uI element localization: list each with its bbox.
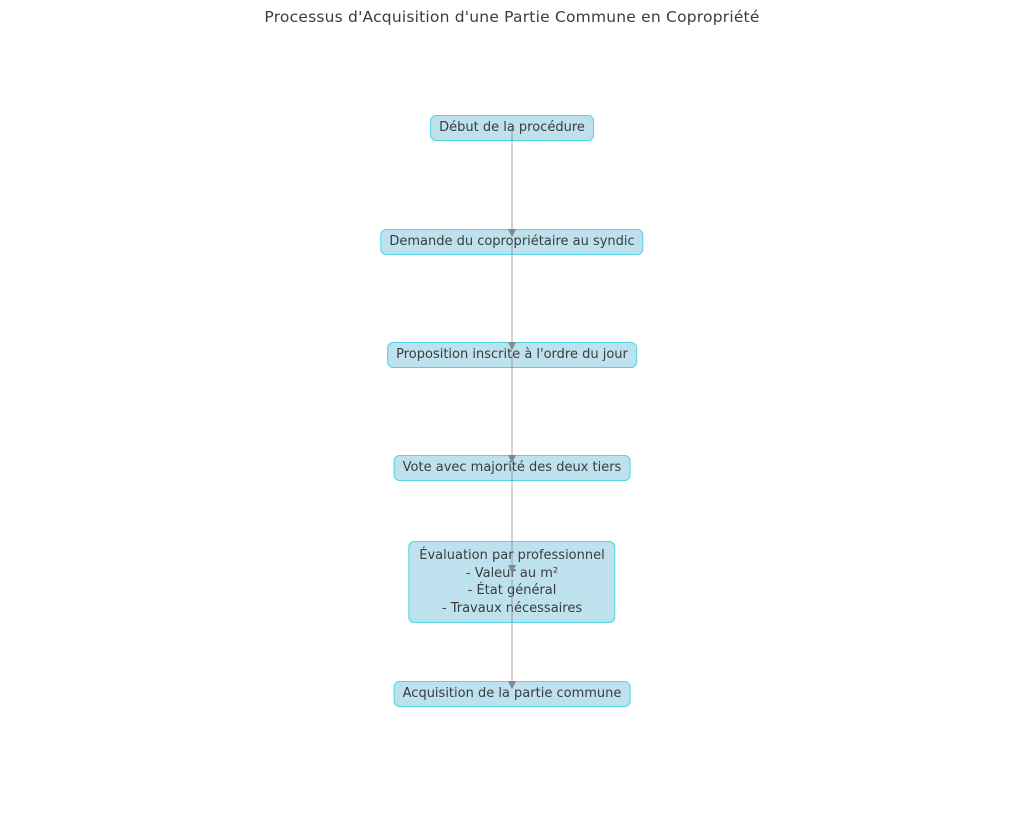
node-start: Début de la procédure	[430, 115, 594, 141]
node-demande-syndic: Demande du copropriétaire au syndic	[380, 229, 644, 255]
node-acquisition: Acquisition de la partie commune	[393, 681, 631, 707]
node-proposition-ordre-du-jour: Proposition inscrite à l'ordre du jour	[387, 342, 637, 368]
diagram-title: Processus d'Acquisition d'une Partie Com…	[264, 8, 760, 26]
node-evaluation-professionnel: Évaluation par professionnel - Valeur au…	[408, 541, 616, 623]
node-vote-majorite: Vote avec majorité des deux tiers	[393, 455, 631, 481]
